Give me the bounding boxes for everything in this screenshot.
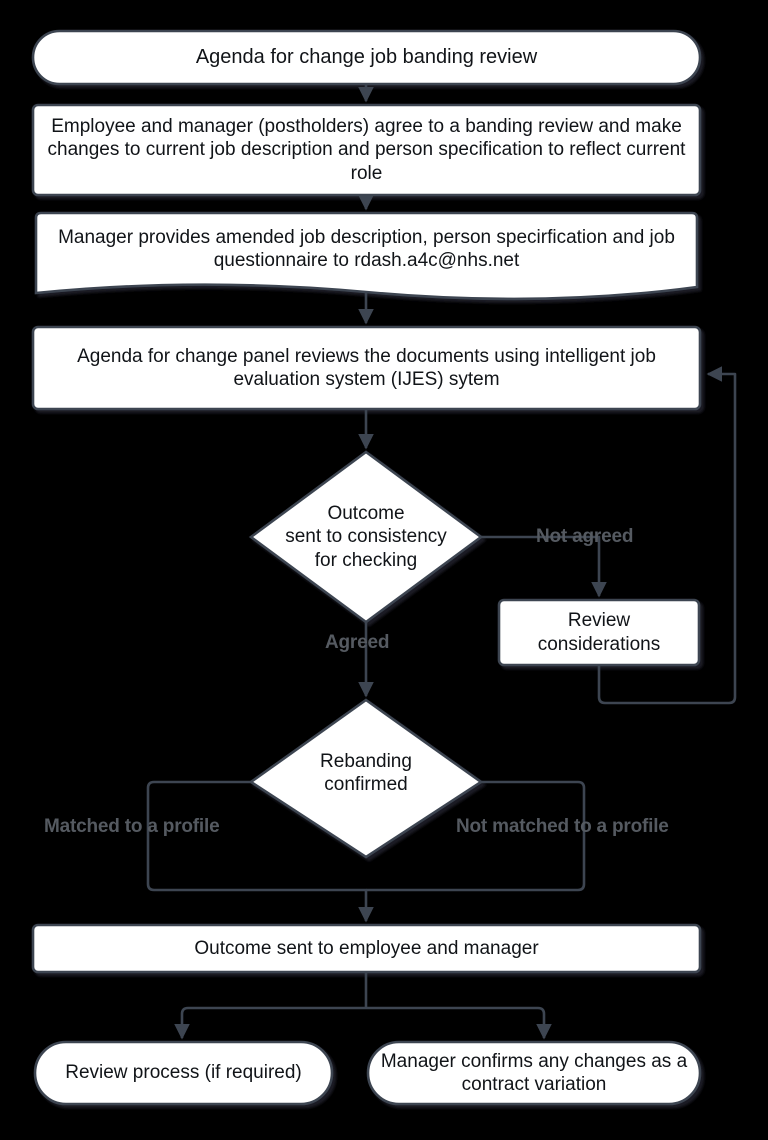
node-shape-sent xyxy=(31,923,702,974)
node-shape-rebanding xyxy=(248,698,484,859)
edge-label-not-agreed: Not agreed xyxy=(536,526,634,547)
edge-review-to-panel xyxy=(597,366,737,705)
edge-rebanding-left-to-sent xyxy=(146,780,374,923)
edge-rebanding-right-to-sent xyxy=(366,780,586,892)
edge-sent-to-reviewproc xyxy=(174,1006,366,1040)
edge-label-not-matched-to-a-profile: Not matched to a profile xyxy=(456,816,669,837)
node-shape-review xyxy=(497,598,701,667)
edge-label-agreed: Agreed xyxy=(325,632,390,653)
edge-sent-to-contract xyxy=(366,1006,552,1040)
edge-outcome-to-review xyxy=(481,535,607,598)
node-shape-contract xyxy=(366,1040,702,1106)
node-shape-outcome xyxy=(248,450,484,624)
node-shape-provide xyxy=(34,211,699,301)
node-shape-reviewproc xyxy=(33,1040,334,1106)
node-shape-start xyxy=(31,29,702,86)
node-shape-agree xyxy=(31,103,702,197)
node-shape-panel xyxy=(31,325,702,411)
edge-label-matched-to-a-profile: Matched to a profile xyxy=(44,816,220,837)
